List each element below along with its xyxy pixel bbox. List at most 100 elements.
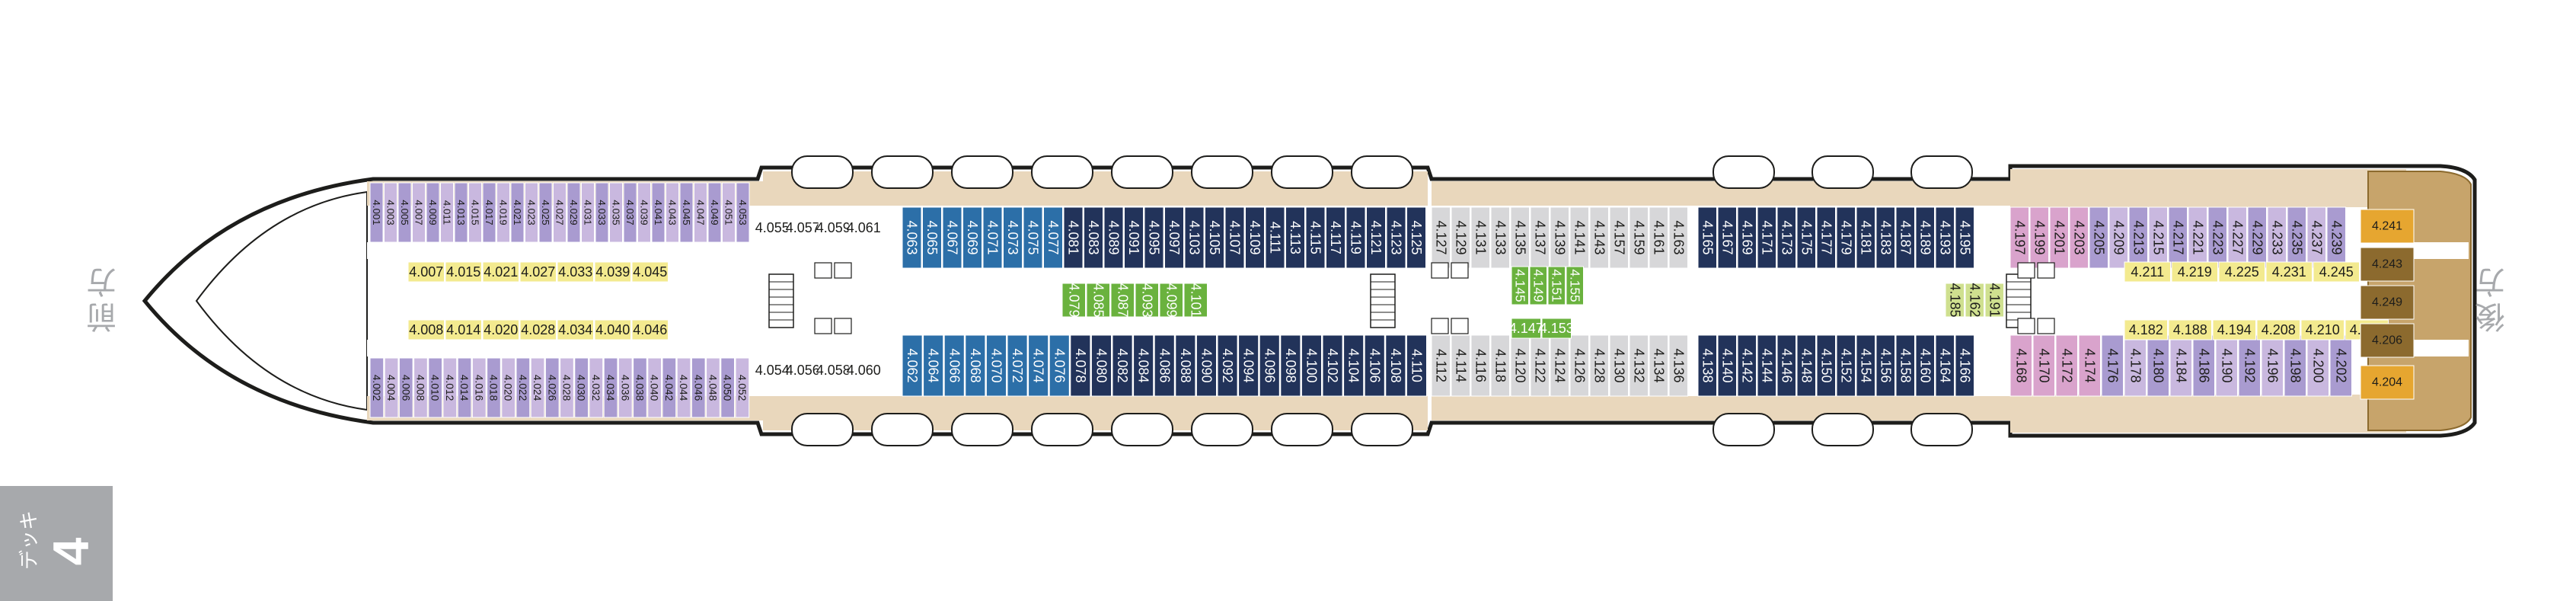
- cabin-4.196[interactable]: [2261, 334, 2284, 397]
- cabin-4.210[interactable]: [2300, 319, 2345, 340]
- cabin-4.112[interactable]: [1431, 334, 1451, 397]
- cabin-4.213[interactable]: [2128, 206, 2148, 269]
- cabin-4.024[interactable]: [530, 357, 545, 418]
- cabin-4.160[interactable]: [1915, 334, 1935, 397]
- cabin-4.125[interactable]: [1406, 206, 1426, 269]
- cabin-4.096[interactable]: [1259, 334, 1280, 397]
- cabin-4.058[interactable]: [818, 359, 848, 382]
- cabin-4.188[interactable]: [2168, 319, 2212, 340]
- cabin-4.190[interactable]: [2215, 334, 2238, 397]
- cabin-4.042[interactable]: [662, 357, 677, 418]
- cabin-4.051[interactable]: [722, 182, 736, 243]
- cabin-4.103[interactable]: [1184, 206, 1205, 269]
- cabin-4.052[interactable]: [735, 357, 750, 418]
- cabin-4.027[interactable]: [519, 261, 557, 283]
- cabin-4.060[interactable]: [848, 359, 879, 382]
- cabin-4.215[interactable]: [2148, 206, 2168, 269]
- cabin-4.108[interactable]: [1385, 334, 1406, 397]
- cabin-4.225[interactable]: [2218, 261, 2265, 283]
- cabin-4.034[interactable]: [557, 319, 594, 340]
- cabin-4.054[interactable]: [757, 359, 787, 382]
- cabin-4.040[interactable]: [594, 319, 631, 340]
- cabin-4.089[interactable]: [1103, 206, 1124, 269]
- cabin-4.123[interactable]: [1386, 206, 1406, 269]
- cabin-4.140[interactable]: [1717, 334, 1737, 397]
- cabin-4.149[interactable]: [1529, 266, 1547, 305]
- cabin-4.061[interactable]: [848, 216, 879, 239]
- cabin-4.144[interactable]: [1757, 334, 1776, 397]
- cabin-4.025[interactable]: [538, 182, 553, 243]
- cabin-4.109[interactable]: [1245, 206, 1265, 269]
- cabin-4.180[interactable]: [2147, 334, 2169, 397]
- cabin-4.020[interactable]: [482, 319, 519, 340]
- cabin-4.067[interactable]: [942, 206, 962, 269]
- cabin-4.191[interactable]: [1984, 283, 2004, 318]
- cabin-4.099[interactable]: [1159, 283, 1183, 318]
- cabin-4.035[interactable]: [609, 182, 623, 243]
- cabin-4.044[interactable]: [676, 357, 691, 418]
- cabin-4.157[interactable]: [1609, 206, 1629, 269]
- cabin-4.001[interactable]: [369, 182, 384, 243]
- cabin-4.184[interactable]: [2169, 334, 2192, 397]
- cabin-4.151[interactable]: [1547, 266, 1566, 305]
- cabin-4.018[interactable]: [487, 357, 501, 418]
- cabin-4.122[interactable]: [1530, 334, 1550, 397]
- cabin-4.037[interactable]: [623, 182, 637, 243]
- cabin-4.148[interactable]: [1796, 334, 1816, 397]
- cabin-4.158[interactable]: [1895, 334, 1915, 397]
- cabin-4.034[interactable]: [603, 357, 618, 418]
- cabin-4.199[interactable]: [2029, 206, 2049, 269]
- cabin-4.014[interactable]: [457, 357, 472, 418]
- cabin-4.014[interactable]: [445, 319, 482, 340]
- cabin-4.120[interactable]: [1510, 334, 1530, 397]
- cabin-4.137[interactable]: [1530, 206, 1550, 269]
- cabin-4.164[interactable]: [1935, 334, 1955, 397]
- cabin-4.050[interactable]: [720, 357, 735, 418]
- cabin-4.131[interactable]: [1470, 206, 1490, 269]
- cabin-4.115[interactable]: [1305, 206, 1326, 269]
- cabin-4.114[interactable]: [1451, 334, 1470, 397]
- cabin-4.128[interactable]: [1589, 334, 1609, 397]
- suite-4.204[interactable]: [2360, 365, 2415, 400]
- cabin-4.041[interactable]: [651, 182, 666, 243]
- cabin-4.072[interactable]: [1007, 334, 1028, 397]
- cabin-4.187[interactable]: [1895, 206, 1915, 269]
- cabin-4.163[interactable]: [1668, 206, 1688, 269]
- cabin-4.111[interactable]: [1265, 206, 1285, 269]
- cabin-4.008[interactable]: [413, 357, 428, 418]
- cabin-4.046[interactable]: [631, 319, 669, 340]
- cabin-4.013[interactable]: [454, 182, 468, 243]
- cabin-4.193[interactable]: [1935, 206, 1955, 269]
- cabin-4.030[interactable]: [574, 357, 589, 418]
- cabin-4.011[interactable]: [440, 182, 454, 243]
- cabin-4.227[interactable]: [2227, 206, 2247, 269]
- cabin-4.118[interactable]: [1490, 334, 1510, 397]
- cabin-4.015[interactable]: [468, 182, 482, 243]
- cabin-4.146[interactable]: [1776, 334, 1796, 397]
- cabin-4.166[interactable]: [1955, 334, 1974, 397]
- cabin-4.021[interactable]: [510, 182, 525, 243]
- cabin-4.068[interactable]: [965, 334, 986, 397]
- cabin-4.200[interactable]: [2306, 334, 2329, 397]
- cabin-4.012[interactable]: [442, 357, 458, 418]
- cabin-4.040[interactable]: [647, 357, 662, 418]
- cabin-4.010[interactable]: [428, 357, 442, 418]
- cabin-4.139[interactable]: [1550, 206, 1569, 269]
- cabin-4.106[interactable]: [1364, 334, 1385, 397]
- cabin-4.135[interactable]: [1510, 206, 1530, 269]
- cabin-4.078[interactable]: [1070, 334, 1091, 397]
- cabin-4.211[interactable]: [2124, 261, 2171, 283]
- cabin-4.019[interactable]: [496, 182, 510, 243]
- cabin-4.053[interactable]: [736, 182, 750, 243]
- cabin-4.066[interactable]: [943, 334, 965, 397]
- cabin-4.076[interactable]: [1049, 334, 1070, 397]
- cabin-4.156[interactable]: [1875, 334, 1895, 397]
- cabin-4.065[interactable]: [922, 206, 942, 269]
- cabin-4.183[interactable]: [1875, 206, 1895, 269]
- cabin-4.026[interactable]: [544, 357, 560, 418]
- cabin-4.141[interactable]: [1569, 206, 1589, 269]
- cabin-4.129[interactable]: [1451, 206, 1470, 269]
- cabin-4.085[interactable]: [1086, 283, 1110, 318]
- cabin-4.102[interactable]: [1322, 334, 1343, 397]
- cabin-4.208[interactable]: [2256, 319, 2300, 340]
